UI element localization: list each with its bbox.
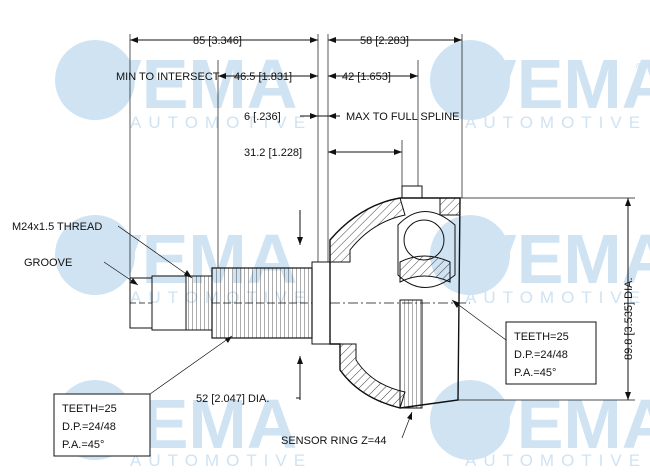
dim-dia-89-8: 89.8 [3.535] DIA. — [623, 277, 635, 360]
spec-left-teeth: TEETH=25 — [62, 403, 117, 415]
extension-lines — [129, 34, 635, 401]
dim-dia-52: 52 [2.047] DIA. — [196, 393, 269, 405]
watermark-sub: AUTOMOTIVE — [130, 451, 312, 470]
watermark-sub: AUTOMOTIVE — [465, 288, 647, 307]
watermark-brand: VEMA — [470, 385, 650, 463]
watermark-brand: VEMA — [95, 45, 297, 123]
dim-sensor-ring: SENSOR RING Z=44 — [281, 435, 386, 447]
dim-max-full-spline: MAX TO FULL SPLINE — [346, 111, 460, 123]
dim-overall-left: 85 [3.346] — [193, 35, 242, 47]
watermark-registered: ® — [636, 62, 644, 73]
leaders — [103, 225, 507, 439]
dim-min-intersect-label: MIN TO INTERSECT — [116, 71, 220, 83]
callout-thread: M24x1.5 THREAD — [12, 221, 102, 233]
callout-text: M24x1.5 THREAD GROOVE — [12, 221, 102, 269]
watermark-logo-circle — [55, 40, 135, 120]
dim-overall-right: 58 [2.283] — [360, 35, 409, 47]
dim-min-intersect-value: 46.5 [1.831] — [234, 71, 292, 83]
watermark-sub: AUTOMOTIVE — [465, 451, 647, 470]
watermark-brand: VEMA — [470, 220, 650, 298]
watermark-logo-circle — [55, 215, 135, 295]
watermark-brand: VEMA — [470, 45, 650, 123]
callout-groove: GROOVE — [24, 257, 72, 269]
watermark-sub: AUTOMOTIVE — [465, 113, 647, 132]
spec-right-pa: P.A.=45° — [514, 367, 556, 379]
part-outline — [129, 185, 470, 409]
dim-42: 42 [1.653] — [342, 71, 391, 83]
spec-box-right: TEETH=25 D.P.=24/48 P.A.=45° — [505, 321, 597, 385]
spec-right-dp: D.P.=24/48 — [514, 349, 568, 361]
dimension-lines — [130, 37, 631, 400]
spec-left-dp: D.P.=24/48 — [62, 421, 116, 433]
dimension-text: 85 [3.346] 58 [2.283] MIN TO INTERSECT 4… — [116, 35, 635, 447]
watermark-sub: AUTOMOTIVE — [130, 113, 312, 132]
dim-31-2: 31.2 [1.228] — [244, 147, 302, 159]
sensor-ring — [399, 299, 423, 409]
spec-box-left: TEETH=25 D.P.=24/48 P.A.=45° — [53, 393, 151, 457]
spec-left-pa: P.A.=45° — [62, 439, 104, 451]
dim-6: 6 [.236] — [244, 111, 281, 123]
watermark-logo-circle — [430, 40, 510, 120]
spec-right-teeth: TEETH=25 — [514, 331, 569, 343]
